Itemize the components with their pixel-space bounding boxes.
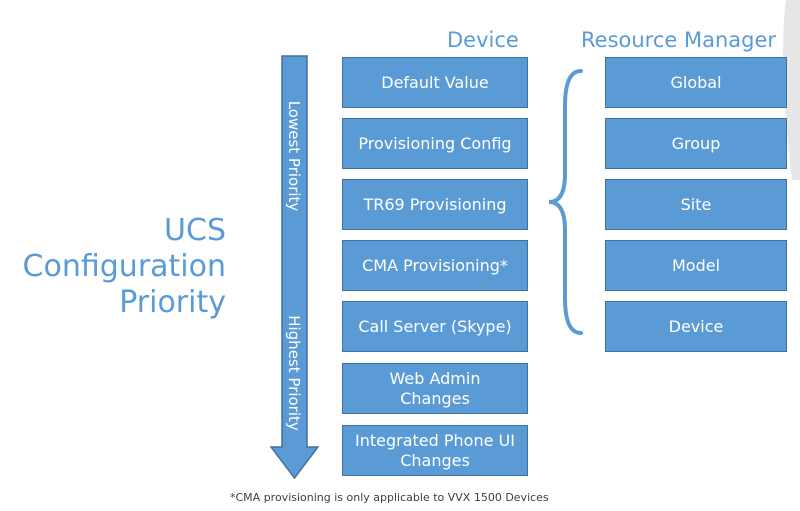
device-box-label: CMA Provisioning* — [362, 255, 508, 275]
rm-box-label: Group — [671, 133, 721, 153]
rm-box-device: Device — [605, 301, 787, 352]
footnote: *CMA provisioning is only applicable to … — [230, 491, 549, 504]
rm-box-label: Site — [680, 194, 712, 214]
diagram-title: UCS Configuration Priority — [20, 213, 226, 321]
device-box-default-value: Default Value — [342, 57, 528, 108]
device-box-provisioning-config: Provisioning Config — [342, 118, 528, 169]
rm-box-site: Site — [605, 179, 787, 230]
rm-box-label: Device — [668, 316, 724, 336]
device-box-call-server: Call Server (Skype) — [342, 301, 528, 352]
device-box-cma-provisioning: CMA Provisioning* — [342, 240, 528, 291]
title-line-1: UCS — [164, 213, 226, 248]
title-line-3: Priority — [119, 285, 226, 320]
device-box-label-line-1: Web Admin — [389, 368, 481, 388]
lowest-priority-label: Lowest Priority — [285, 100, 303, 212]
device-box-web-admin: Web Admin Changes — [342, 363, 528, 414]
resource-manager-brace — [545, 68, 590, 336]
decorative-corner-shape — [774, 0, 800, 180]
rm-box-label: Model — [671, 255, 721, 275]
device-box-integrated-phone-ui: Integrated Phone UI Changes — [342, 425, 528, 476]
device-box-tr69-provisioning: TR69 Provisioning — [342, 179, 528, 230]
resource-manager-column-header: Resource Manager — [581, 28, 777, 52]
rm-box-label: Global — [670, 72, 722, 92]
rm-box-global: Global — [605, 57, 787, 108]
device-box-label: Call Server (Skype) — [358, 316, 512, 336]
device-column-header: Device — [447, 28, 519, 52]
device-box-label: Default Value — [381, 72, 489, 92]
priority-arrow: Lowest Priority Highest Priority — [270, 55, 320, 480]
rm-box-group: Group — [605, 118, 787, 169]
device-box-label-line-2: Changes — [400, 450, 470, 470]
highest-priority-label: Highest Priority — [285, 315, 303, 431]
device-box-label: TR69 Provisioning — [363, 194, 507, 214]
title-line-2: Configuration — [22, 249, 226, 284]
device-box-label: Provisioning Config — [358, 133, 512, 153]
rm-box-model: Model — [605, 240, 787, 291]
device-box-label-line-2: Changes — [400, 388, 470, 408]
device-box-label-line-1: Integrated Phone UI — [355, 430, 515, 450]
